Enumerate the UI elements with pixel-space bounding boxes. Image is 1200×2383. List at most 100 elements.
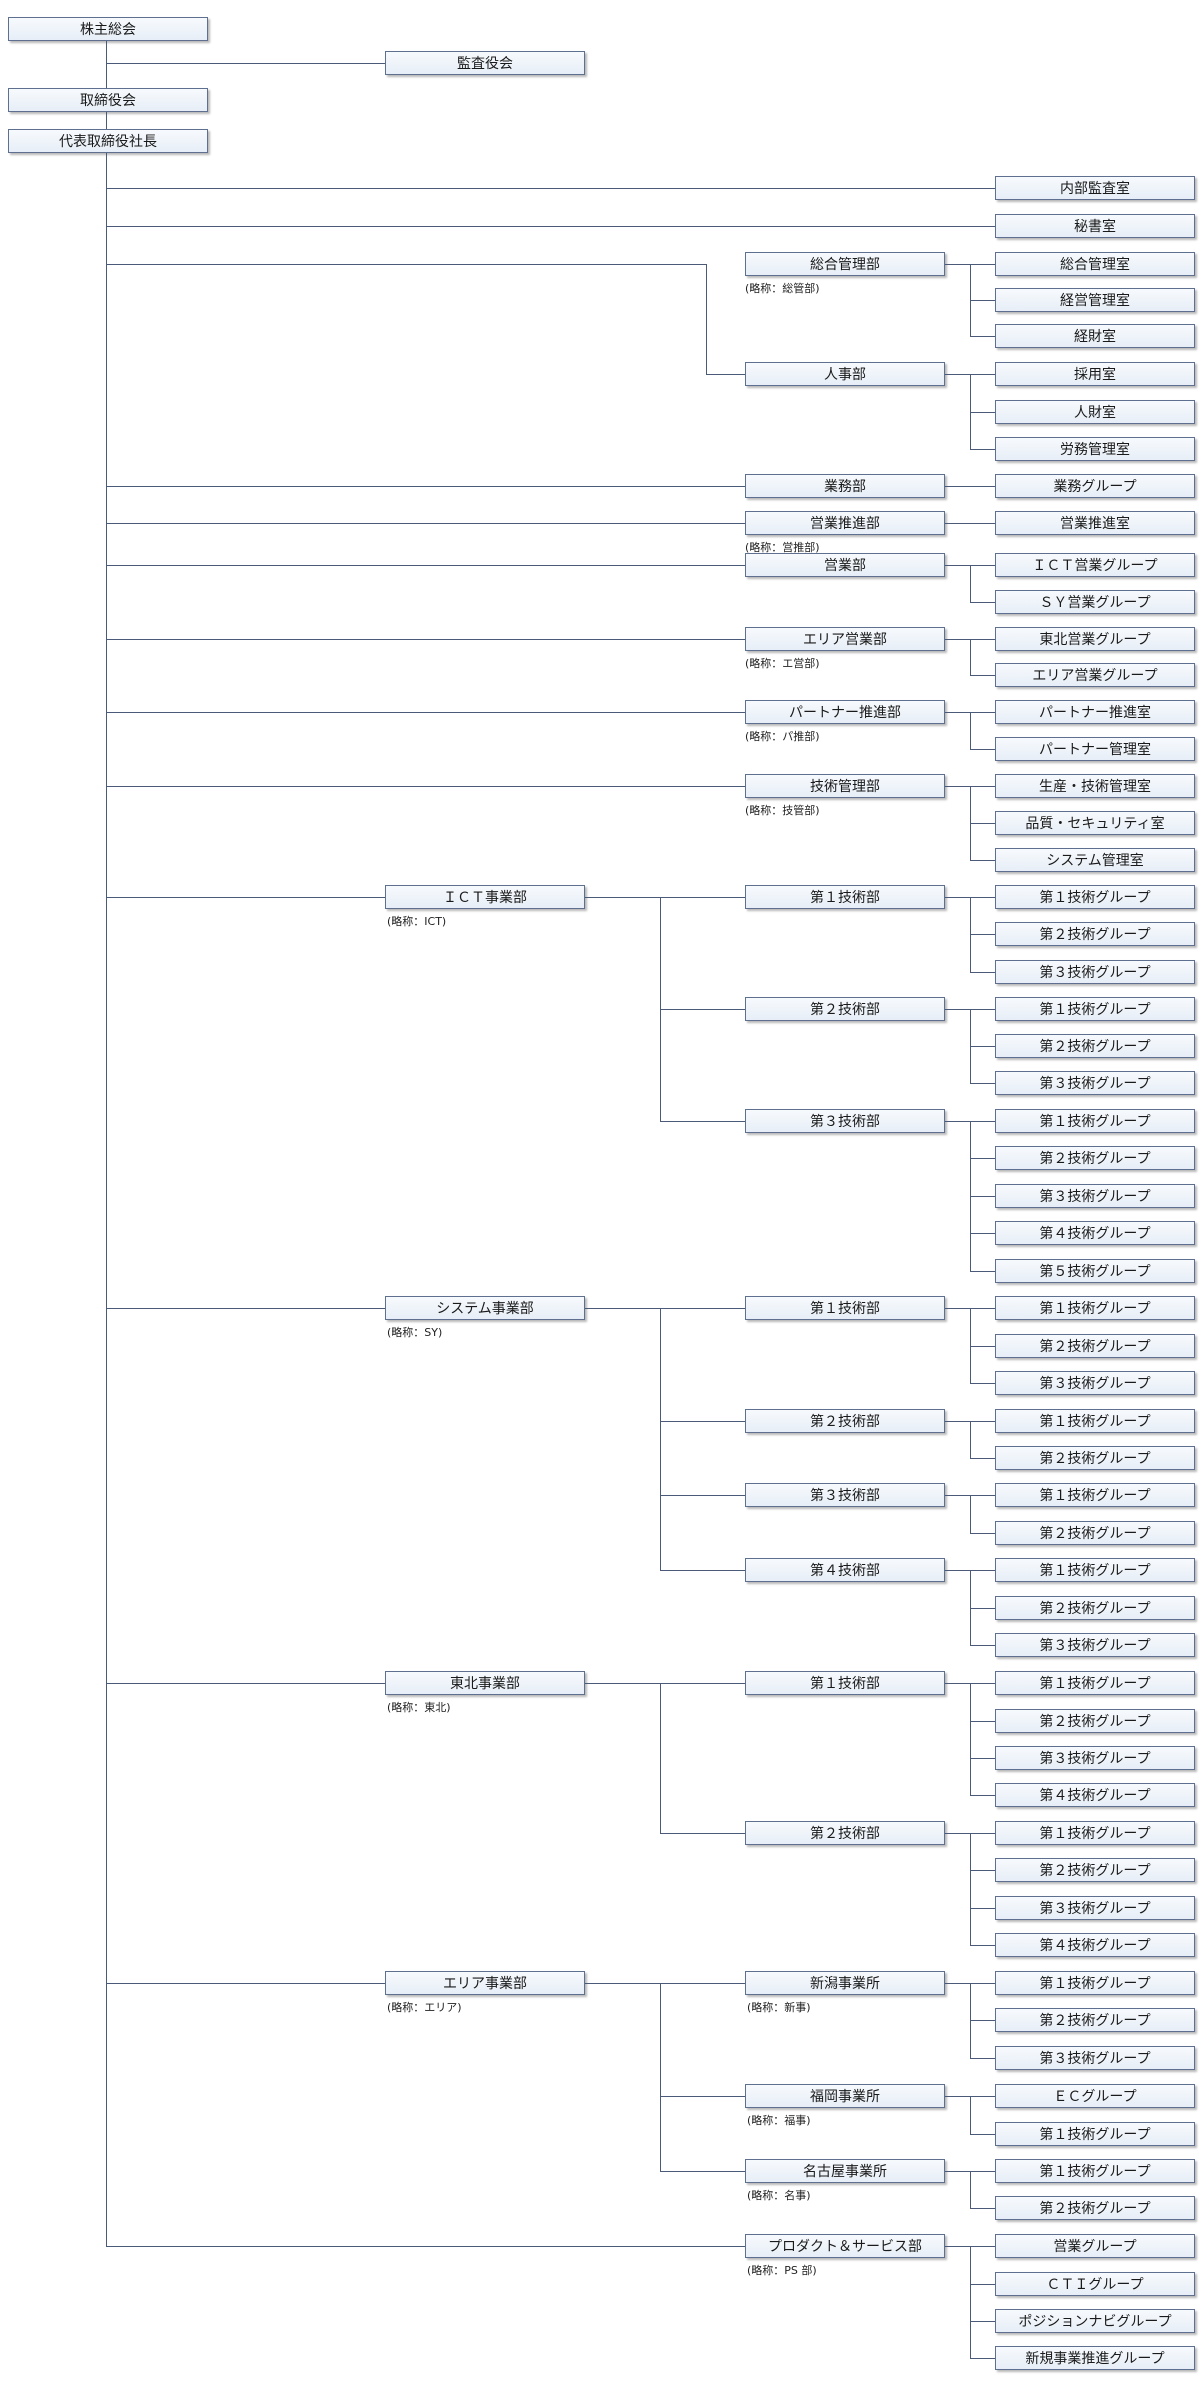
connector-line — [970, 2134, 995, 2135]
sub-unit-box: 第３技術グループ — [995, 1071, 1195, 1095]
connector-line — [970, 2171, 971, 2209]
sub-unit-box: 第４技術グループ — [995, 1783, 1195, 1807]
connector-line — [970, 897, 971, 973]
technical-unit-box: 第２技術部 — [745, 1409, 945, 1433]
sub-unit-box: 第２技術グループ — [995, 2196, 1195, 2220]
connector-line — [945, 523, 995, 524]
sub-unit-box: 第１技術グループ — [995, 1558, 1195, 1582]
sub-unit-box: 第３技術グループ — [995, 2046, 1195, 2070]
connector-line — [106, 897, 385, 898]
sub-unit-box: 採用室 — [995, 362, 1195, 386]
connector-line — [970, 2358, 995, 2359]
connector-line — [585, 897, 660, 898]
technical-unit-box: 第２技術部 — [745, 1821, 945, 1845]
sub-unit-box: 第３技術グループ — [995, 960, 1195, 984]
connector-line — [970, 449, 995, 450]
connector-line — [106, 63, 385, 64]
sub-unit-box: ＣＴＩグループ — [995, 2272, 1195, 2296]
sub-unit-box: 第１技術グループ — [995, 1296, 1195, 1320]
connector-line — [970, 412, 995, 413]
sub-unit-box: 第３技術グループ — [995, 1896, 1195, 1920]
connector-line — [970, 1458, 995, 1459]
sub-unit-box: 経財室 — [995, 324, 1195, 348]
sub-unit-box: 第３技術グループ — [995, 1746, 1195, 1770]
technical-unit-box: 新潟事業所 — [745, 1971, 945, 1995]
connector-line — [706, 264, 707, 375]
connector-line — [660, 1983, 661, 2172]
connector-line — [106, 712, 745, 713]
connector-line — [970, 2020, 995, 2021]
connector-line — [660, 1683, 745, 1684]
abbreviation-label: (略称：パ推部) — [745, 730, 820, 743]
box-board: 取締役会 — [8, 88, 208, 112]
connector-line — [660, 1833, 745, 1834]
connector-line — [106, 264, 706, 265]
sub-unit-box: 第２技術グループ — [995, 1858, 1195, 1882]
department-box: 秘書室 — [995, 214, 1195, 238]
box-president: 代表取締役社長 — [8, 129, 208, 153]
sub-unit-box: 第２技術グループ — [995, 1446, 1195, 1470]
sub-unit-box: パートナー推進室 — [995, 700, 1195, 724]
connector-line — [970, 336, 995, 337]
abbreviation-label: (略称：SY) — [387, 1326, 443, 1339]
connector-line — [106, 1308, 385, 1309]
connector-line — [660, 1308, 661, 1571]
technical-unit-box: 第３技術部 — [745, 1483, 945, 1507]
sub-unit-box: 第２技術グループ — [995, 1521, 1195, 1545]
division-box: 東北事業部 — [385, 1671, 585, 1695]
connector-line — [106, 1683, 385, 1684]
connector-line — [585, 1983, 660, 1984]
sub-unit-box: 第４技術グループ — [995, 1221, 1195, 1245]
connector-line — [106, 639, 745, 640]
connector-line — [970, 1683, 971, 1796]
connector-line — [106, 1983, 385, 1984]
connector-line — [660, 1421, 745, 1422]
abbreviation-label: (略称：エリア) — [387, 2001, 462, 2014]
connector-line — [970, 1271, 995, 1272]
sub-unit-box: 第１技術グループ — [995, 1971, 1195, 1995]
connector-line — [970, 602, 995, 603]
connector-line — [970, 1608, 995, 1609]
connector-line — [660, 1308, 745, 1309]
sub-unit-box: 第３技術グループ — [995, 1184, 1195, 1208]
connector-line — [970, 1233, 995, 1234]
connector-line — [585, 1308, 660, 1309]
sub-unit-box: 第５技術グループ — [995, 1259, 1195, 1283]
connector-line — [106, 523, 745, 524]
sub-unit-box: 第１技術グループ — [995, 2122, 1195, 2146]
sub-unit-box: 第１技術グループ — [995, 885, 1195, 909]
connector-line — [970, 972, 995, 973]
sub-unit-box: エリア営業グループ — [995, 663, 1195, 687]
connector-line — [970, 300, 995, 301]
connector-line — [970, 1046, 995, 1047]
sub-unit-box: 第３技術グループ — [995, 1633, 1195, 1657]
connector-line — [970, 1495, 971, 1534]
sub-unit-box: 第２技術グループ — [995, 2008, 1195, 2032]
connector-line — [970, 2208, 995, 2209]
sub-unit-box: 営業グループ — [995, 2234, 1195, 2258]
connector-line — [970, 749, 995, 750]
sub-unit-box: パートナー管理室 — [995, 737, 1195, 761]
connector-line — [660, 1121, 745, 1122]
main-trunk-line — [106, 153, 107, 2247]
connector-line — [106, 786, 745, 787]
sub-unit-box: 第３技術グループ — [995, 1371, 1195, 1395]
connector-line — [660, 2171, 745, 2172]
sub-unit-box: 人財室 — [995, 400, 1195, 424]
department-box: 営業推進部 — [745, 511, 945, 535]
department-box: 人事部 — [745, 362, 945, 386]
connector-line — [585, 1683, 660, 1684]
technical-unit-box: 第４技術部 — [745, 1558, 945, 1582]
department-box: 総合管理部 — [745, 252, 945, 276]
abbreviation-label: (略称：エ営部) — [745, 657, 820, 670]
connector-line — [106, 41, 107, 88]
technical-unit-box: 第１技術部 — [745, 1671, 945, 1695]
sub-unit-box: 第２技術グループ — [995, 922, 1195, 946]
sub-unit-box: ポジションナビグループ — [995, 2309, 1195, 2333]
sub-unit-box: 業務グループ — [995, 474, 1195, 498]
connector-line — [970, 1196, 995, 1197]
abbreviation-label: (略称：営推部) — [745, 541, 820, 554]
connector-line — [970, 1346, 995, 1347]
department-box: パートナー推進部 — [745, 700, 945, 724]
